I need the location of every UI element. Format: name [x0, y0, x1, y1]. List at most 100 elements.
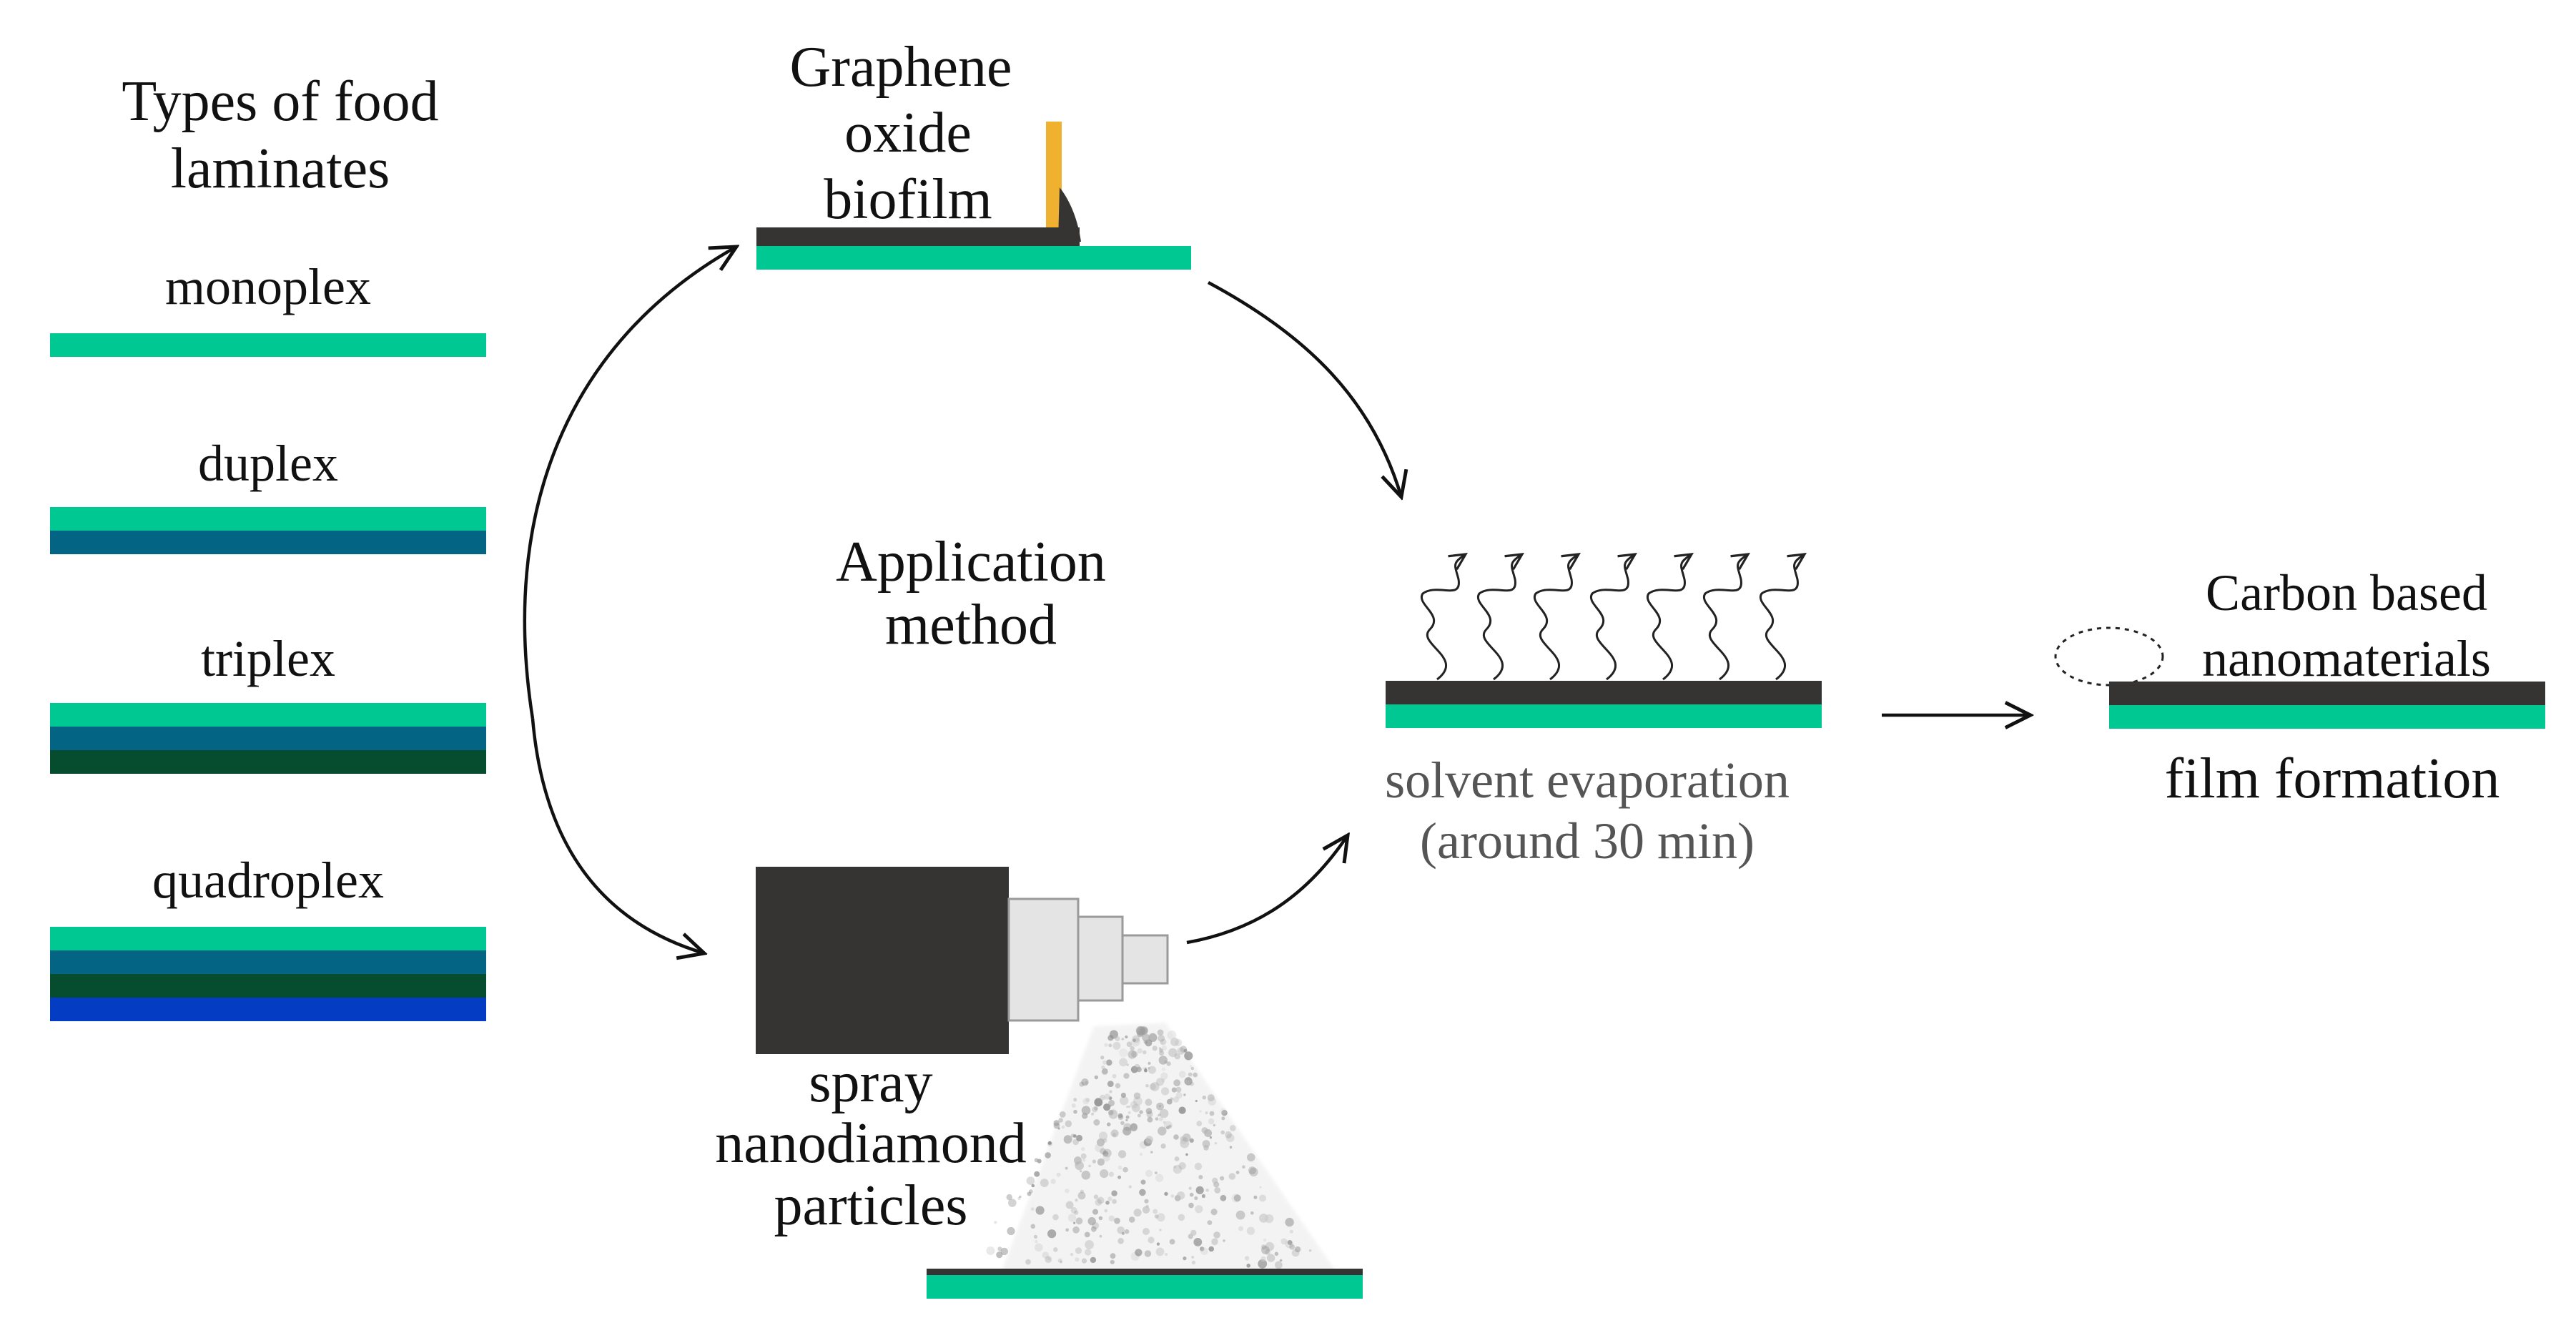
spray-particle: [1158, 1113, 1161, 1116]
spray-particle: [1047, 1257, 1051, 1261]
spray-particle: [1053, 1120, 1060, 1126]
spray-particle: [1120, 1092, 1126, 1098]
spray-particle: [1229, 1146, 1233, 1149]
spray-particle: [1139, 1153, 1143, 1156]
evaporation-label-line2: (around 30 min): [1420, 812, 1755, 870]
spray-particle: [1220, 1194, 1227, 1201]
spray-particle: [1112, 1133, 1117, 1137]
spray-particle: [1188, 1202, 1194, 1209]
spray-particle: [1132, 1103, 1140, 1113]
spray-particle: [1133, 1092, 1141, 1100]
spray-particle: [1209, 1136, 1213, 1139]
spray-particle: [1067, 1214, 1077, 1222]
spray-particle: [1126, 1041, 1132, 1048]
spray-particle: [1104, 1209, 1108, 1213]
spray-particle: [1094, 1075, 1099, 1080]
spray-particle: [1106, 1122, 1111, 1127]
spray-particle: [1164, 1191, 1168, 1196]
spray-particle: [1042, 1251, 1050, 1259]
spray-particle: [1071, 1103, 1076, 1108]
spray-particle: [1158, 1035, 1165, 1042]
carbon-label-line1: Carbon based: [2206, 564, 2487, 621]
spray-particle: [1107, 1035, 1114, 1041]
spray-particle: [1145, 1108, 1153, 1114]
spray-particle: [1156, 1102, 1164, 1111]
spray-particle: [1195, 1186, 1204, 1194]
spray-particle: [1291, 1249, 1300, 1257]
spray-particle: [1137, 1113, 1141, 1118]
spray-particle: [1097, 1196, 1105, 1204]
spray-particle: [1108, 1109, 1114, 1116]
spray-particle: [1091, 1112, 1095, 1116]
spray-particle: [1190, 1066, 1195, 1071]
quadroplex-layer-1: [50, 927, 486, 950]
film-formation-caption: film formation: [2165, 747, 2500, 810]
spray-particle: [1220, 1176, 1225, 1181]
laminate-label-monoplex: monoplex: [165, 258, 371, 315]
spray-particle: [1145, 1169, 1153, 1177]
spray-particle: [1095, 1199, 1102, 1206]
spray-particle: [1212, 1177, 1218, 1184]
triplex-layer-2: [50, 727, 486, 750]
spray-particle: [1178, 1214, 1185, 1221]
spray-particle: [1265, 1249, 1270, 1255]
vapor-arrow: [1476, 553, 1524, 681]
spray-particle: [1082, 1159, 1086, 1162]
spray-particle: [1057, 1258, 1062, 1263]
spray-particle: [1120, 1121, 1125, 1126]
spray-particle: [1144, 1199, 1149, 1204]
spray-particle: [1201, 1194, 1205, 1199]
spray-particle: [1253, 1195, 1258, 1199]
spray-particle: [1045, 1152, 1051, 1159]
spray-particle: [1148, 1033, 1158, 1042]
spray-particle: [1191, 1260, 1196, 1265]
spray-particle: [1130, 1046, 1135, 1051]
spray-particle: [1168, 1048, 1178, 1058]
spray-particle: [1155, 1078, 1165, 1086]
quadroplex-layer-2: [50, 950, 486, 974]
spray-particle: [1178, 1106, 1186, 1114]
spray-particle: [1136, 1066, 1142, 1073]
evaporation-step: solvent evaporation (around 30 min): [1385, 553, 1822, 870]
spray-particle: [1143, 1050, 1147, 1055]
spray-particle: [1221, 1116, 1225, 1121]
spray-particle: [1073, 1134, 1077, 1138]
spray-particle: [1027, 1191, 1032, 1196]
spray-particle: [1104, 1043, 1108, 1047]
spray-particle: [1308, 1249, 1312, 1252]
vapor-arrow: [1702, 553, 1750, 681]
spray-particle: [1073, 1221, 1076, 1224]
spray-particle: [1168, 1124, 1172, 1128]
spray-particle: [1123, 1074, 1127, 1078]
spray-particle: [1133, 1209, 1142, 1217]
spray-particle: [1148, 1061, 1151, 1065]
spray-particle: [1189, 1192, 1194, 1197]
spray-particle: [1260, 1256, 1266, 1262]
spray-particle: [1007, 1226, 1015, 1236]
spray-particle: [1174, 1156, 1180, 1161]
spray-particle: [1173, 1134, 1179, 1140]
spray-particle: [1040, 1179, 1049, 1187]
spray-particle: [1074, 1210, 1079, 1215]
spray-particle: [1258, 1259, 1268, 1269]
spray-particle: [1082, 1098, 1090, 1105]
spray-particle: [1059, 1111, 1066, 1118]
spray-particle: [1150, 1082, 1160, 1091]
spray-particle: [1127, 1105, 1130, 1108]
spray-particle: [1189, 1138, 1194, 1143]
spray-particle: [1128, 1216, 1135, 1223]
spray-particle: [1085, 1098, 1090, 1103]
spray-particle: [1158, 1056, 1168, 1065]
spray-particle: [1246, 1264, 1250, 1268]
spray-particle: [1125, 1115, 1130, 1119]
spray-particle: [1081, 1078, 1089, 1086]
spray-particle: [1094, 1106, 1098, 1111]
spray-particle: [1081, 1147, 1085, 1151]
spray-particle: [1177, 1047, 1185, 1055]
spray-particle: [1159, 1048, 1163, 1053]
spray-particle: [1108, 1215, 1115, 1222]
spray-particle: [1205, 1111, 1208, 1115]
spray-particle: [1173, 1079, 1181, 1087]
spray-film-layer: [927, 1269, 1363, 1275]
